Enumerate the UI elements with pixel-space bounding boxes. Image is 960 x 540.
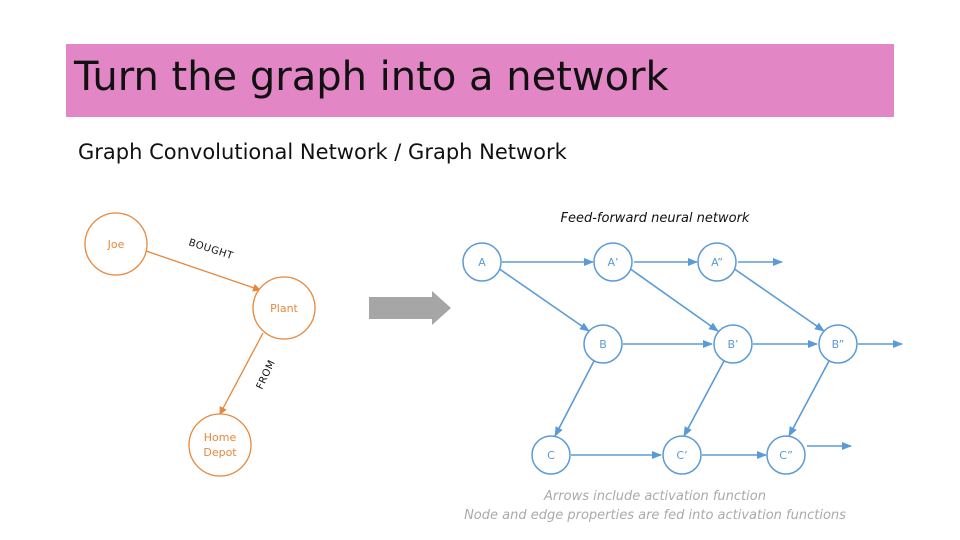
- graph-node-joe: [84, 212, 148, 276]
- slide-subtitle: Graph Convolutional Network / Graph Netw…: [78, 140, 567, 164]
- edge-bought-label: BOUGHT: [187, 237, 235, 262]
- title-bar: Turn the graph into a network: [66, 44, 894, 117]
- knowledge-graph: Joe Plant Home Depot BOUGHT FROM: [84, 212, 316, 477]
- nn-node-c2-label: C”: [779, 449, 793, 462]
- nn-node-b-label: B: [599, 338, 607, 351]
- nn-node-c1-label: C’: [676, 449, 687, 462]
- edge-bought: [145, 250, 261, 292]
- nn-edge-a2-b2: [732, 267, 825, 332]
- note-line-2: Node and edge properties are fed into ac…: [464, 508, 846, 523]
- nn-node-a1: [593, 242, 633, 282]
- nn-edge-b-c: [554, 360, 595, 437]
- nn-node-b1: [713, 324, 753, 364]
- graph-node-home-depot: [188, 413, 252, 477]
- nn-edge-b1-c1: [683, 360, 725, 437]
- nn-node-c-label: C: [547, 449, 555, 462]
- nn-node-c: [531, 435, 571, 475]
- nn-edge-a1-b1: [628, 267, 719, 332]
- nn-node-b2-label: B”: [832, 338, 845, 351]
- edge-from: [219, 332, 264, 415]
- edge-from-label: FROM: [255, 358, 278, 391]
- graph-node-joe-label: Joe: [107, 238, 125, 251]
- nn-node-b1-label: B’: [727, 338, 738, 351]
- nn-node-c2: [766, 435, 806, 475]
- nn-node-b2: [818, 324, 858, 364]
- note-line-1: Arrows include activation function: [543, 489, 766, 504]
- graph-node-home-depot-label-2: Depot: [203, 446, 237, 459]
- nn-edge-b2-c2: [788, 360, 830, 437]
- nn-node-a2-label: A”: [711, 256, 723, 269]
- nn-node-c1: [662, 435, 702, 475]
- network-label: Feed-forward neural network: [561, 211, 750, 226]
- neural-network: Feed-forward neural network A A’ A” B B’: [462, 211, 903, 523]
- nn-node-b: [583, 324, 623, 364]
- graph-node-plant: [252, 276, 316, 340]
- nn-node-a-label: A: [478, 256, 486, 269]
- slide-title: Turn the graph into a network: [74, 54, 669, 100]
- nn-node-a1-label: A’: [607, 256, 618, 269]
- nn-node-a2: [697, 242, 737, 282]
- transform-arrow-icon: [369, 291, 451, 325]
- nn-edge-a-b: [497, 267, 590, 332]
- graph-node-plant-label: Plant: [270, 302, 298, 315]
- graph-node-home-depot-label-1: Home: [204, 431, 237, 444]
- nn-node-a: [462, 242, 502, 282]
